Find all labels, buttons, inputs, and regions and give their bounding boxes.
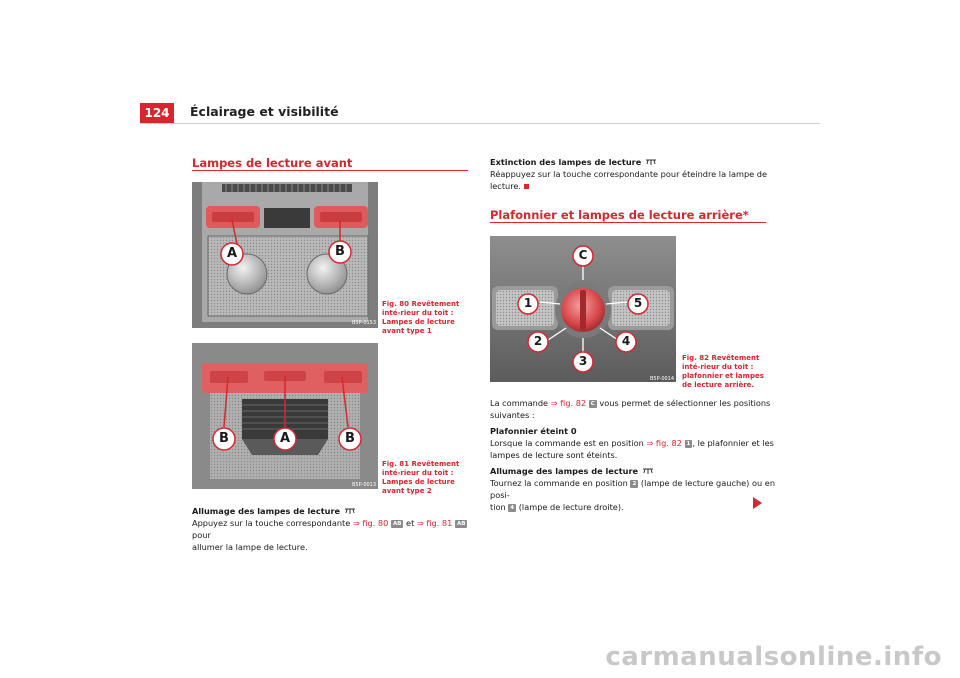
- fig81-caption: Fig. 81 Revêtement inté-rieur du toit : …: [382, 460, 460, 495]
- fig82-callout-3: 3: [578, 354, 588, 368]
- fig81-code: B5P-0013: [352, 482, 377, 488]
- reading-lamp-icon: [344, 508, 355, 514]
- fig82-callout-c: C: [578, 248, 588, 262]
- switch-on-block: Allumage des lampes de lecture Appuyez s…: [192, 505, 472, 553]
- off-line-2: lampes de lecture sont éteints.: [490, 450, 618, 460]
- figure-80-image: [192, 182, 378, 328]
- fig82-callout-2: 2: [533, 334, 543, 348]
- fig80-callout-b: B: [335, 244, 345, 259]
- reading-line-2: tion 4 (lampe de lecture droite).: [490, 502, 624, 512]
- reading-lamp-icon: [646, 159, 657, 165]
- section-title-front-lamps: Lampes de lecture avant: [192, 156, 353, 170]
- fig82-callout-4: 4: [621, 334, 631, 348]
- watermark: carmanualsonline.info: [605, 642, 942, 672]
- switch-on-text: Appuyez sur la touche correspondante ⇒ f…: [192, 518, 468, 540]
- intro-line-2: suivantes :: [490, 410, 535, 420]
- end-of-section-mark: [524, 184, 530, 189]
- section-title-rear-lamps: Plafonnier et lampes de lecture arrière*: [490, 208, 749, 222]
- reading-lamp-icon: [642, 468, 653, 474]
- page-number: 124: [140, 103, 174, 123]
- fig81-callout-a: A: [279, 431, 291, 446]
- link-fig81[interactable]: ⇒ fig. 81: [416, 518, 453, 528]
- fig82-caption: Fig. 82 Revêtement inté-rieur du toit : …: [682, 354, 764, 389]
- switch-on-text-2: allumer la lampe de lecture.: [192, 542, 308, 552]
- control-description: La commande ⇒ fig. 82 C vous permet de s…: [490, 397, 775, 513]
- badge-4: 4: [508, 504, 517, 512]
- switch-off-text: Réappuyez sur la touche correspondante p…: [490, 169, 768, 191]
- link-fig82-b[interactable]: ⇒ fig. 82: [646, 438, 682, 448]
- section-rule-rear: [490, 222, 766, 223]
- chapter-title: Éclairage et visibilité: [190, 104, 339, 119]
- badge-ab-1: AB: [390, 520, 404, 528]
- switch-off-block: Extinction des lampes de lecture Réappuy…: [490, 156, 775, 192]
- switch-on-heading: Allumage des lampes de lecture: [192, 505, 472, 517]
- reading-line-1: Tournez la commande en position 2 (lampe…: [490, 478, 776, 500]
- fig81-callout-b-left: B: [219, 431, 229, 446]
- intro-line-1: La commande ⇒ fig. 82 C vous permet de s…: [490, 398, 771, 408]
- fig81-callout-b-right: B: [345, 431, 355, 446]
- fig82-callout-5: 5: [633, 296, 643, 310]
- fig82-code: B5P-0014: [650, 376, 675, 382]
- header-rule: [140, 123, 820, 124]
- fig80-caption: Fig. 80 Revêtement inté-rieur du toit : …: [382, 300, 460, 335]
- fig80-code: B5P-0153: [352, 320, 377, 326]
- badge-ab-2: AB: [454, 520, 468, 528]
- figure-82-image: [490, 236, 676, 382]
- figure-81-image: [192, 343, 378, 489]
- badge-c: C: [588, 400, 597, 408]
- off-line-1: Lorsque la commande est en position ⇒ fi…: [490, 438, 774, 448]
- switch-off-heading: Extinction des lampes de lecture: [490, 156, 775, 168]
- link-fig80[interactable]: ⇒ fig. 80: [352, 518, 389, 528]
- section-rule-front: [192, 170, 468, 171]
- fig82-callout-1: 1: [523, 296, 533, 310]
- off-heading: Plafonnier éteint 0: [490, 426, 577, 436]
- next-page-arrow-icon: [753, 497, 762, 509]
- reading-heading: Allumage des lampes de lecture: [490, 465, 775, 477]
- badge-2: 2: [630, 480, 639, 488]
- link-fig82-a[interactable]: ⇒ fig. 82: [550, 398, 587, 408]
- badge-1: 1: [684, 440, 693, 448]
- fig80-callout-a: A: [226, 246, 238, 261]
